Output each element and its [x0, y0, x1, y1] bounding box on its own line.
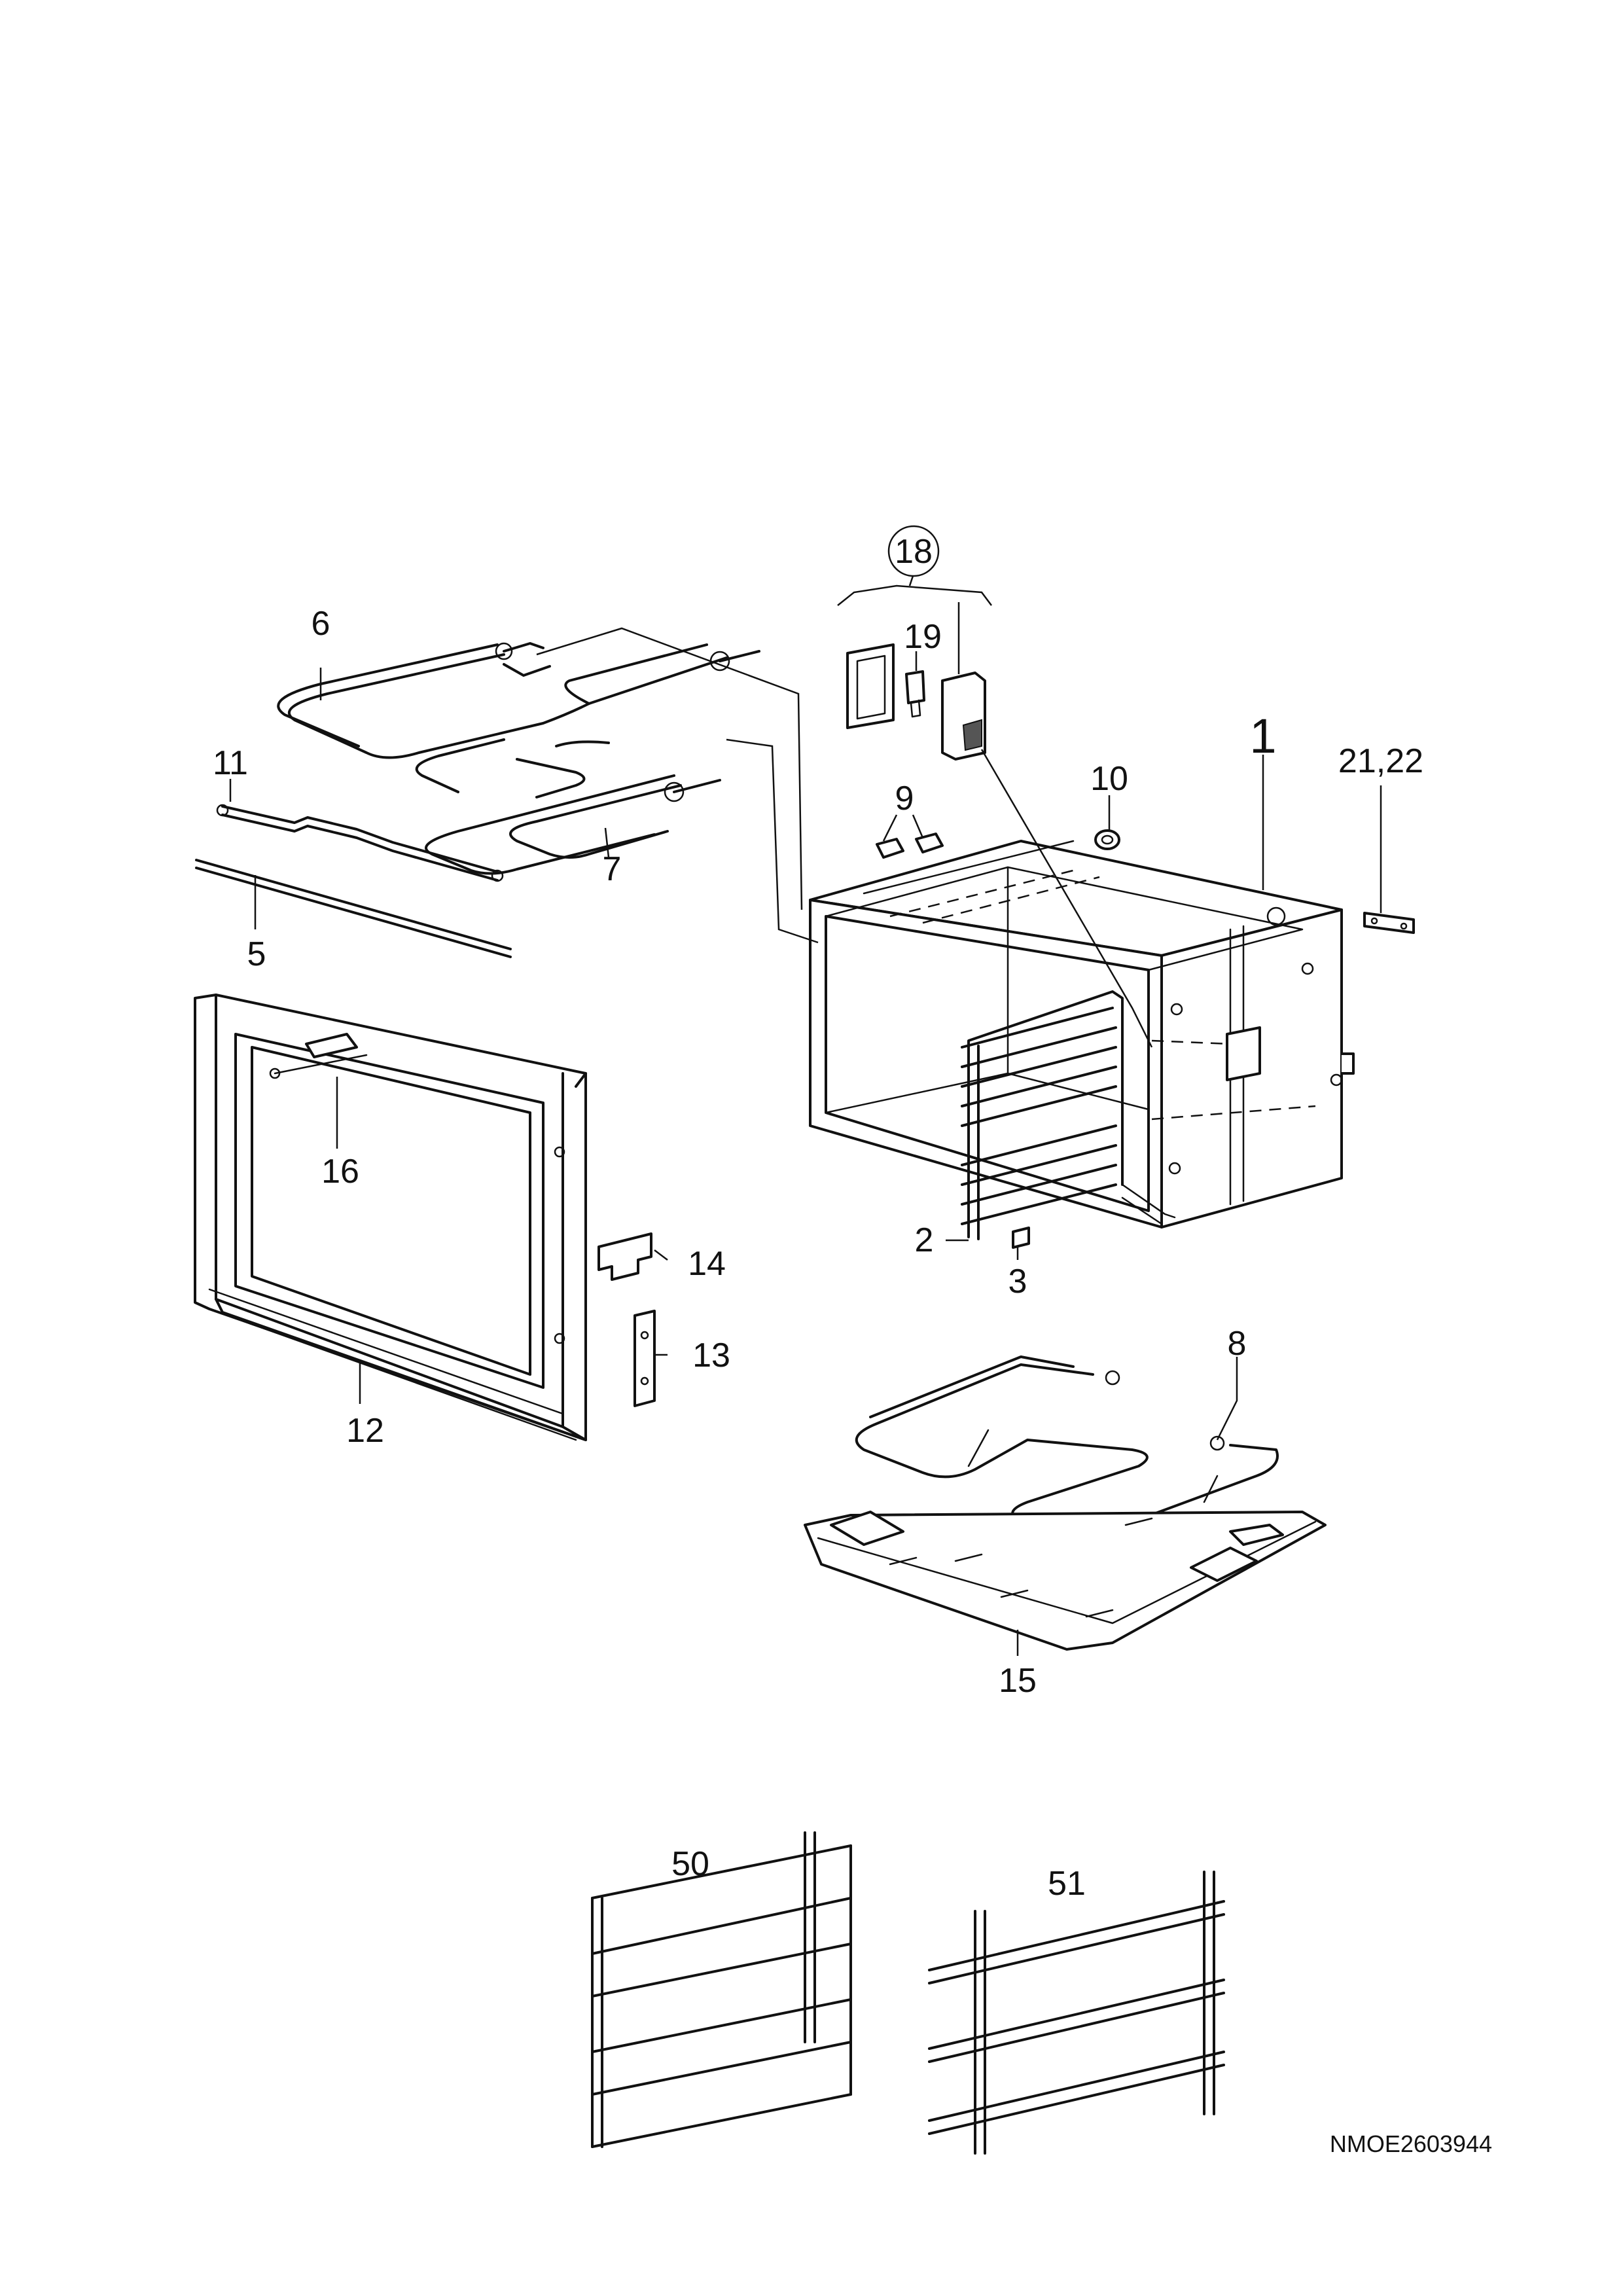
bottom-heating-element-part-8 — [855, 1355, 1279, 1539]
label-14: 14 — [688, 1245, 726, 1283]
label-12: 12 — [346, 1412, 384, 1450]
wire-line — [726, 738, 819, 944]
upper-heating-element-part — [277, 642, 760, 793]
label-2: 2 — [915, 1221, 934, 1259]
label-8: 8 — [1228, 1325, 1247, 1363]
label-50: 50 — [671, 1845, 709, 1883]
rod-part-11 — [216, 804, 504, 882]
label-6: 6 — [312, 605, 330, 643]
label-11: 11 — [213, 744, 248, 782]
label-19: 19 — [904, 618, 942, 656]
grill-element-part — [425, 740, 721, 875]
hinge-part-13 — [633, 1310, 656, 1407]
wire-line — [536, 627, 803, 910]
label-51: 51 — [1048, 1865, 1086, 1903]
label-9: 9 — [895, 780, 914, 817]
telescopic-rails-part-51 — [928, 1871, 1225, 2155]
label-1: 1 — [1249, 709, 1276, 763]
door-frame-part-12 — [194, 994, 587, 1441]
lamp-wire — [980, 749, 1153, 1048]
lamp-assembly-part-18 — [846, 643, 986, 761]
plate-part-21-22 — [1363, 912, 1415, 934]
oven-cavity-part — [809, 840, 1355, 1229]
label-13: 13 — [692, 1336, 730, 1374]
label-21-22: 21,22 — [1338, 742, 1423, 780]
label-5: 5 — [247, 935, 266, 973]
label-3: 3 — [1008, 1263, 1027, 1300]
bottom-plate-part-15 — [804, 1429, 1327, 1651]
grommet-part-10 — [1094, 829, 1120, 850]
bracket-part-14 — [597, 1232, 652, 1281]
label-18: 18 — [895, 533, 933, 571]
shelf-rails-part-50 — [591, 1831, 852, 2148]
label-7: 7 — [603, 850, 622, 888]
shelf-support-part — [961, 990, 1176, 1249]
bushings-part-9 — [876, 833, 944, 859]
label-15: 15 — [999, 1662, 1037, 1700]
drawing-code: NMOE2603944 — [1330, 2130, 1492, 2157]
leader-lines — [229, 575, 1382, 1656]
label-16: 16 — [321, 1153, 359, 1191]
label-10: 10 — [1090, 760, 1128, 798]
seal-strip-part-5 — [195, 859, 512, 958]
label-18-circle — [887, 525, 940, 577]
